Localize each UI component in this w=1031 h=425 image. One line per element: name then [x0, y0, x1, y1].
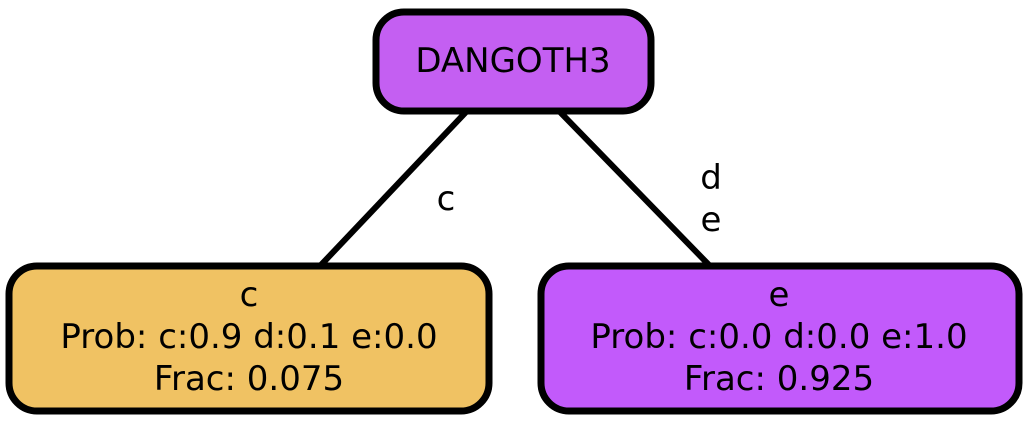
edge-label-left: c [437, 179, 456, 219]
left-leaf-class: c [240, 275, 259, 315]
edge-root-to-left [317, 109, 469, 269]
edge-label-right-2: e [701, 200, 722, 240]
right-leaf-box [537, 262, 1023, 415]
root-node-label: DANGOTH3 [415, 41, 610, 81]
right-leaf-frac: Frac: 0.925 [684, 359, 874, 399]
edge-root-to-right [557, 109, 713, 269]
edge-label-right-1: d [700, 158, 722, 198]
left-leaf-box [5, 262, 493, 415]
root-node-box [372, 8, 655, 115]
right-leaf-node: e Prob: c:0.0 d:0.0 e:1.0 Frac: 0.925 [537, 262, 1023, 415]
left-leaf-node: c Prob: c:0.9 d:0.1 e:0.0 Frac: 0.075 [5, 262, 493, 415]
left-leaf-prob: Prob: c:0.9 d:0.1 e:0.0 [60, 317, 437, 357]
left-leaf-frac: Frac: 0.075 [154, 359, 344, 399]
right-leaf-class: e [769, 275, 790, 315]
root-node: DANGOTH3 [372, 8, 655, 115]
right-leaf-prob: Prob: c:0.0 d:0.0 e:1.0 [590, 317, 967, 357]
